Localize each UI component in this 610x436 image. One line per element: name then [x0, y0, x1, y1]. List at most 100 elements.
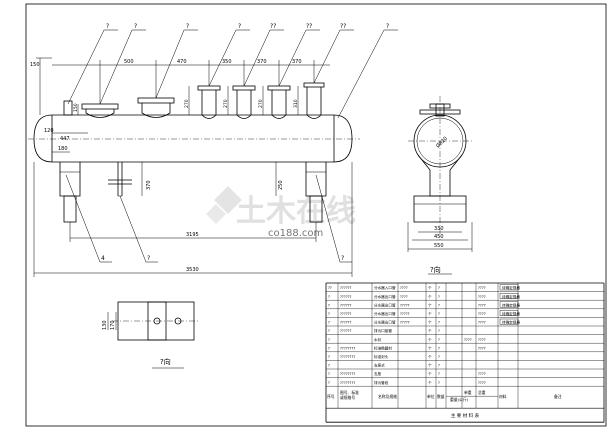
- bom-cell-no: ?: [328, 381, 330, 385]
- bom-cell-unit: 个: [428, 345, 432, 350]
- support-spacing-dim: 3195: [186, 232, 199, 238]
- bom-cell-unit: 个: [428, 363, 432, 368]
- bom-cell-mat: ????: [478, 286, 486, 290]
- bom-cell-unit: 个: [428, 320, 432, 325]
- bom-cell-note: 待确定规格: [502, 320, 520, 325]
- callout-1: ?: [106, 23, 109, 30]
- bom-cell-name: 排污管段: [374, 380, 389, 385]
- watermark-logo: [206, 186, 242, 224]
- bom-cell-qty: ?: [438, 381, 440, 385]
- nozzle-2: [137, 97, 175, 118]
- left-dim-3: 447: [60, 136, 70, 142]
- support-dim-1: 370: [146, 180, 152, 190]
- bom-cell-name: 水封: [374, 337, 382, 342]
- bom-cell-mat: ????: [478, 303, 486, 307]
- side-view-base: [413, 195, 467, 223]
- bom-header-code: 图号、标准: [340, 390, 359, 395]
- left-dim-2: 120: [44, 128, 54, 134]
- vessel-shell: [33, 114, 353, 163]
- bom-cell-no: ?: [328, 295, 330, 299]
- bom-cell-qty: ?: [438, 372, 440, 376]
- callout-2: ?: [134, 23, 137, 30]
- bom-title: 主 要 材 料 表: [451, 412, 480, 419]
- bom-cell-spec: ?????: [400, 303, 410, 307]
- side-dim-1: 330: [434, 226, 444, 232]
- bom-cell-no: ??: [328, 286, 332, 290]
- bom-cell-qty: ?: [438, 303, 440, 307]
- bom-cell-qty: ?: [438, 286, 440, 290]
- detail-dim-1: 130: [102, 320, 108, 330]
- callout-bottom-2: ?: [147, 255, 150, 262]
- bom-cell-name: 标准封头: [374, 354, 389, 359]
- bom-header-wt2: 重量(公斤): [450, 397, 469, 402]
- top-dim-1: 500: [124, 59, 134, 65]
- bom-header-code-2: 或规格号: [340, 395, 355, 400]
- support-dim-2: 250: [278, 180, 284, 190]
- bom-cell-code: ????????: [340, 346, 355, 350]
- bom-cell-unit: 个: [428, 302, 432, 307]
- bom-cell-no: ?: [328, 338, 330, 342]
- bom-cell-name: 支座式: [374, 363, 385, 368]
- callouts-top: ? ? ? ? ?? ?? ?? ?: [67, 23, 398, 119]
- bom-cell-name: 支座: [374, 371, 382, 376]
- bom-header-name: 名称及规格: [378, 394, 397, 399]
- bom-cell-name: 分水器出口管: [374, 294, 396, 299]
- side-view-diameter: Ø820: [434, 135, 448, 149]
- bom-cell-qty: ?: [438, 346, 440, 350]
- nozzle-height-2: 270: [184, 99, 190, 108]
- bom-cell-no: ?: [328, 321, 330, 325]
- bom-cell-name: 排污口接管: [374, 328, 392, 333]
- top-dim-2: 470: [177, 59, 187, 65]
- bom-header-unit: 单位: [427, 394, 435, 399]
- bom-cell-mat: ????: [478, 295, 486, 299]
- callout-bottom-3: ?: [341, 255, 344, 262]
- nozzle-4: [232, 85, 256, 119]
- nozzle-5: [267, 85, 291, 119]
- bom-cell-qty: ?: [438, 312, 440, 316]
- bom-cell-qty: ?: [438, 338, 440, 342]
- bom-cell-unit: 个: [428, 354, 432, 359]
- bom-cell-unit: 个: [428, 294, 432, 299]
- callout-7: ??: [340, 23, 346, 30]
- bom-cell-mat: ????: [478, 321, 486, 325]
- callout-8: ?: [386, 23, 389, 30]
- bom-cell-unit: 个: [428, 380, 432, 385]
- callout-bottom-1: 4: [101, 255, 105, 262]
- bom-header-mat: 材料: [499, 394, 507, 399]
- bom-cell-spec: ????: [400, 286, 408, 290]
- side-view: Ø820 330 450 550 ?向: [407, 96, 473, 275]
- bom-cell-code: ????????: [340, 381, 355, 385]
- nozzle-3: [197, 85, 221, 119]
- bom-cell-qty: ?: [438, 329, 440, 333]
- bom-cell-qty: ?: [438, 321, 440, 325]
- side-dim-2: 450: [434, 234, 444, 240]
- bom-cell-unit: 个: [428, 285, 432, 290]
- bom-cell-name: 分水器出口管: [374, 320, 396, 325]
- nozzle-height-3: 270: [223, 99, 229, 108]
- nozzle-height-5: 310: [293, 99, 299, 108]
- bom-cell-note: 待确定规格: [502, 311, 520, 316]
- bom-cell-no: ?: [328, 364, 330, 368]
- front-view: 500 470 350 370 370 150 270 270 270 310 …: [28, 23, 398, 277]
- bom-header-no: 序号: [327, 394, 335, 399]
- bom-cell-code: ????????: [340, 355, 355, 359]
- bom-cell-qty: ?: [438, 364, 440, 368]
- callout-6: ??: [306, 23, 312, 30]
- bom-cell-no: ?: [328, 355, 330, 359]
- top-dim-5: 370: [292, 59, 302, 65]
- nozzle-height-1: 150: [73, 103, 79, 112]
- bom-cell-name: 分水器出口管: [374, 311, 396, 316]
- callout-5: ??: [270, 23, 276, 30]
- bom-cell-no: ?: [328, 303, 330, 307]
- bom-header-total: 总重: [478, 390, 486, 395]
- detail-view-label: ?向: [160, 357, 171, 366]
- bom-header-qty: 数量: [437, 394, 445, 399]
- side-dim-3: 550: [434, 243, 444, 249]
- callout-3: ?: [186, 23, 189, 30]
- watermark: 土木在线 co188.com: [206, 186, 356, 239]
- callouts-bottom: 4 ? ?: [65, 174, 352, 263]
- bom-cell-code: ??????: [340, 329, 352, 333]
- left-dim-1: 150: [30, 62, 40, 68]
- detail-view: 130 170 ?向: [102, 301, 200, 369]
- bom-cell-note: 待确定规格: [502, 285, 520, 290]
